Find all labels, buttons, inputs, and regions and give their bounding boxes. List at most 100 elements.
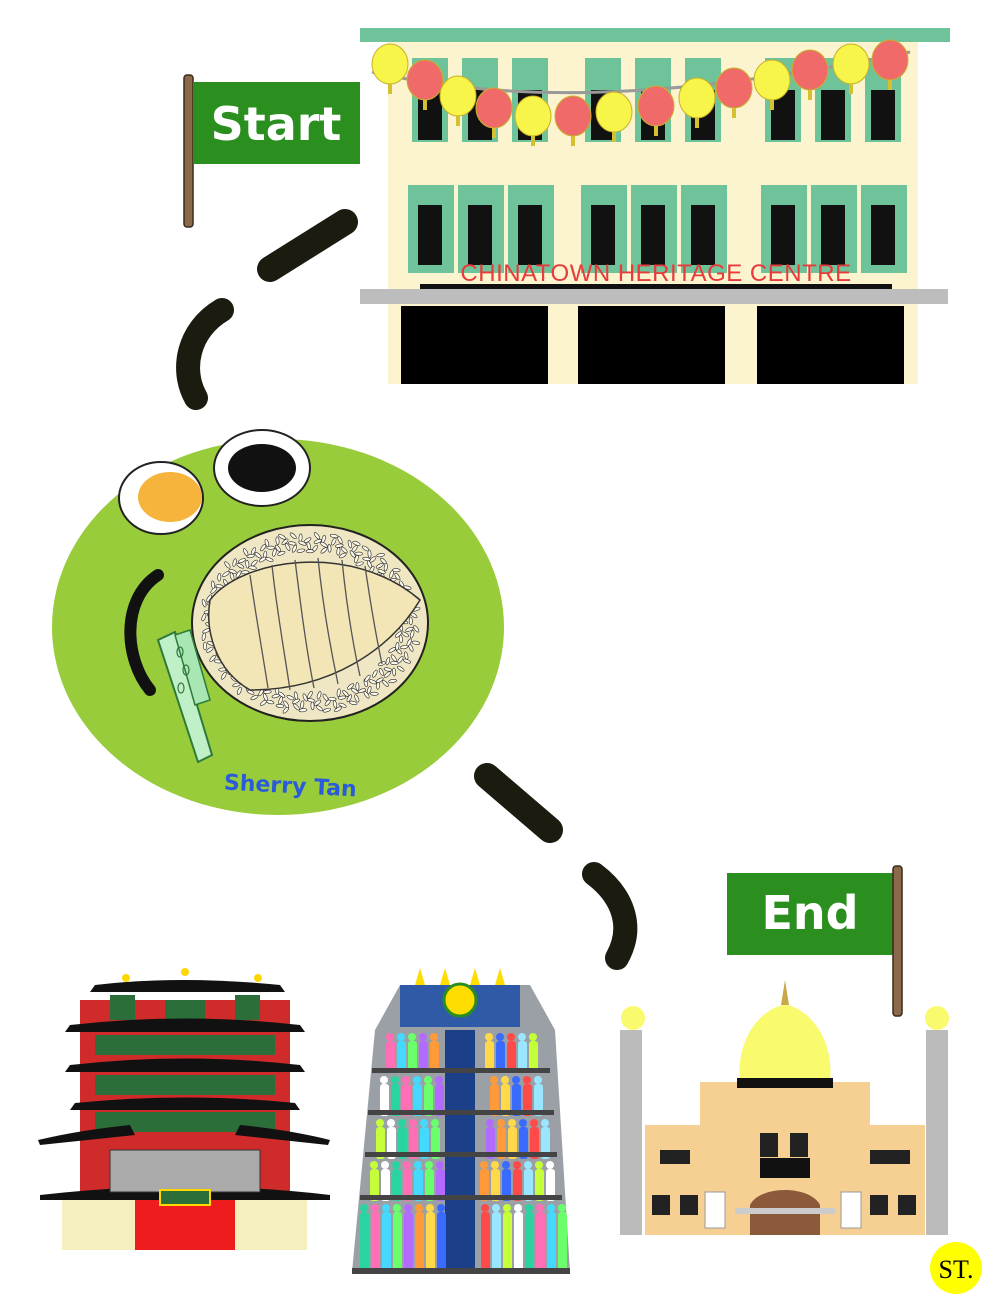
rice-grain: [413, 625, 420, 633]
lower-window-pane: [691, 205, 715, 265]
rice-grain: [315, 705, 324, 712]
statue-head: [547, 1204, 555, 1212]
statue-body: [431, 1127, 440, 1159]
statue-head: [386, 1033, 394, 1041]
statue-head: [402, 1076, 410, 1084]
heritage-sign: CHINATOWN HERITAGE CENTRE: [460, 260, 851, 287]
rice-grain: [296, 548, 306, 553]
lantern-tassel: [456, 116, 460, 126]
rice-grain: [354, 554, 359, 564]
statue-body: [408, 1041, 417, 1073]
rice-grain: [298, 708, 308, 713]
rice-grain: [237, 686, 242, 695]
gopuram-crest: [442, 982, 478, 1018]
statue-body: [535, 1169, 544, 1201]
rice-grain: [354, 551, 364, 556]
statue-head: [430, 1033, 438, 1041]
rice-grain: [392, 667, 397, 677]
statue-body: [413, 1084, 422, 1116]
statue-head: [409, 1119, 417, 1127]
statue-body: [518, 1041, 527, 1073]
lantern: [514, 95, 552, 137]
lantern: [406, 59, 444, 101]
end-flag: End: [727, 865, 903, 1017]
statue-head: [530, 1119, 538, 1127]
rice-grain: [346, 694, 352, 703]
statue-head: [371, 1204, 379, 1212]
statue-body: [496, 1041, 505, 1073]
statue-head: [529, 1033, 537, 1041]
rice-grain: [224, 561, 231, 569]
rice-grain: [399, 645, 409, 650]
rice-grain: [355, 682, 360, 691]
statue-head: [513, 1161, 521, 1169]
statue-body: [541, 1127, 550, 1159]
rice-grain: [390, 654, 397, 662]
statue-body: [419, 1041, 428, 1073]
statue-head: [381, 1161, 389, 1169]
mosque-main-dome: [739, 1005, 831, 1082]
rice-grain: [367, 549, 372, 559]
lower-window-pane: [418, 205, 442, 265]
rice-grain: [395, 631, 402, 638]
lower-window-pane: [771, 205, 795, 265]
gopuram-statues: [360, 1033, 567, 1272]
statue-head: [403, 1161, 411, 1169]
rice-grain: [404, 651, 409, 660]
rice-grain: [316, 691, 322, 700]
rice-grain: [391, 568, 401, 573]
rice-grain: [354, 694, 360, 703]
heritage-shopfront-1: [401, 306, 548, 384]
statue-head: [490, 1076, 498, 1084]
path-dash-3: [474, 763, 563, 843]
statue-body: [523, 1084, 532, 1116]
statue-body: [547, 1212, 556, 1272]
heritage-shopfront-2: [578, 306, 725, 384]
rice-grain: [364, 674, 371, 682]
statue-body: [402, 1084, 411, 1116]
rice-grain: [314, 699, 322, 706]
statue-head: [413, 1076, 421, 1084]
statue-body: [435, 1084, 444, 1116]
lower-window-pane: [871, 205, 895, 265]
upper-window-pane: [871, 90, 895, 140]
statue-head: [404, 1204, 412, 1212]
rice-grain: [237, 558, 246, 564]
statue-head: [392, 1161, 400, 1169]
lantern-tassel: [849, 84, 853, 94]
rice-grain: [338, 702, 347, 708]
rice-grain: [313, 539, 322, 544]
lantern-tassel: [531, 136, 535, 146]
lower-window-pane: [591, 205, 615, 265]
statue-body: [360, 1212, 369, 1272]
statue-head: [398, 1119, 406, 1127]
rice-grain: [302, 693, 308, 702]
statue-body: [530, 1127, 539, 1159]
lantern-tassel: [770, 100, 774, 110]
statue-head: [425, 1161, 433, 1169]
statue-head: [503, 1204, 511, 1212]
rice-grain: [277, 550, 286, 556]
statue-head: [436, 1161, 444, 1169]
statue-head: [508, 1119, 516, 1127]
rice-grain: [338, 552, 347, 559]
end-flag-label: End: [761, 886, 858, 940]
statue-body: [536, 1212, 545, 1272]
statue-head: [546, 1161, 554, 1169]
statue-head: [492, 1204, 500, 1212]
rice-grain: [320, 541, 328, 548]
rice-grain: [337, 695, 347, 700]
statue-body: [508, 1127, 517, 1159]
buddha-tooth-relic-temple: [38, 968, 330, 1250]
rice-grain: [283, 700, 290, 709]
rice-grain: [383, 667, 393, 672]
rice-grain: [320, 547, 328, 554]
chicken-slice-lines: [249, 557, 383, 691]
statue-body: [404, 1212, 413, 1272]
sri-mariamman-gopuram: [352, 968, 570, 1274]
statue-head: [496, 1033, 504, 1041]
lantern: [637, 85, 675, 127]
temple-roof-tiles: [109, 1149, 261, 1193]
lantern: [475, 87, 513, 129]
rice-grain: [300, 700, 305, 709]
